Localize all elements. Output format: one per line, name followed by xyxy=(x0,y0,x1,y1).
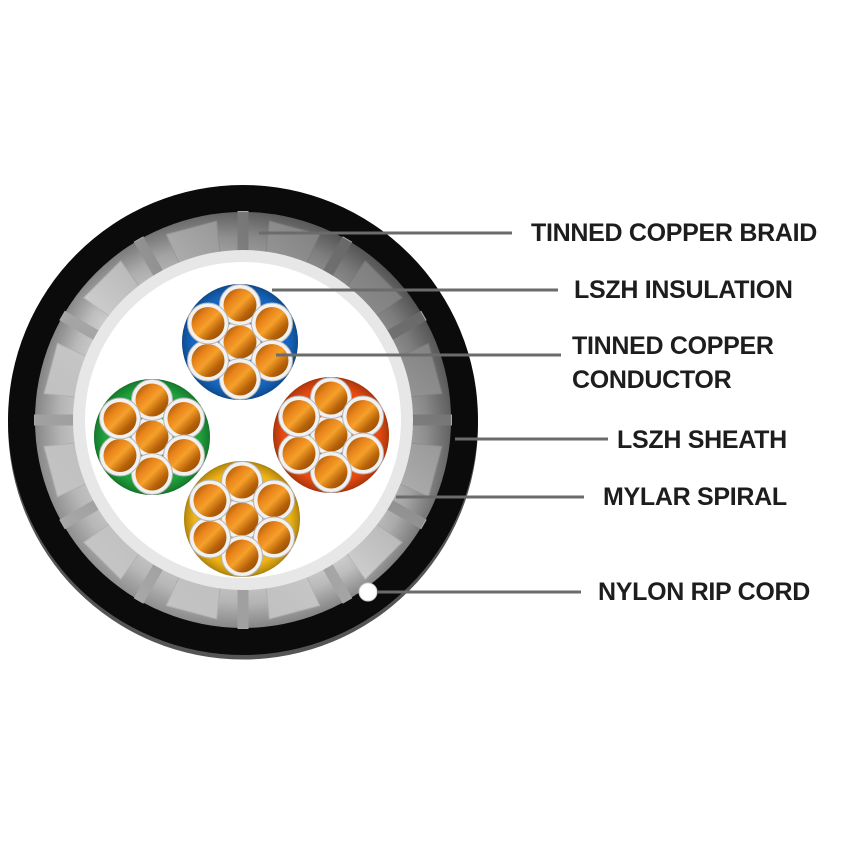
copper-strand xyxy=(278,395,320,438)
label-mylar-spiral: MYLAR SPIRAL xyxy=(603,483,787,511)
conductor-bundle-green xyxy=(94,379,210,495)
conductor-bundle-red xyxy=(273,377,389,493)
cable-core-area xyxy=(85,262,401,578)
pointer-lines xyxy=(259,231,608,594)
label-lszh-insulation: LSZH INSULATION xyxy=(574,276,793,304)
copper-strand xyxy=(253,479,295,522)
copper-strand xyxy=(342,395,384,438)
copper-strand xyxy=(99,397,141,440)
conductor-bundle-yellow xyxy=(184,461,300,577)
conductor-bundle-blue xyxy=(182,284,298,400)
label-tinned-copper-conductor: TINNED COPPER CONDUCTOR xyxy=(572,332,774,394)
label-lszh-sheath: LSZH SHEATH xyxy=(617,426,787,454)
label-nylon-rip-cord: NYLON RIP CORD xyxy=(598,578,811,606)
nylon-rip-cord-dot xyxy=(358,582,378,602)
copper-strand xyxy=(163,397,205,440)
copper-strand xyxy=(187,339,229,382)
copper-strand xyxy=(251,302,293,345)
label-tinned-copper-braid: TINNED COPPER BRAID xyxy=(531,219,817,247)
copper-strand xyxy=(189,516,231,559)
copper-strand xyxy=(187,302,229,345)
copper-strand xyxy=(99,434,141,477)
copper-strand xyxy=(278,432,320,475)
cable-rings xyxy=(8,185,478,660)
copper-strand xyxy=(189,479,231,522)
